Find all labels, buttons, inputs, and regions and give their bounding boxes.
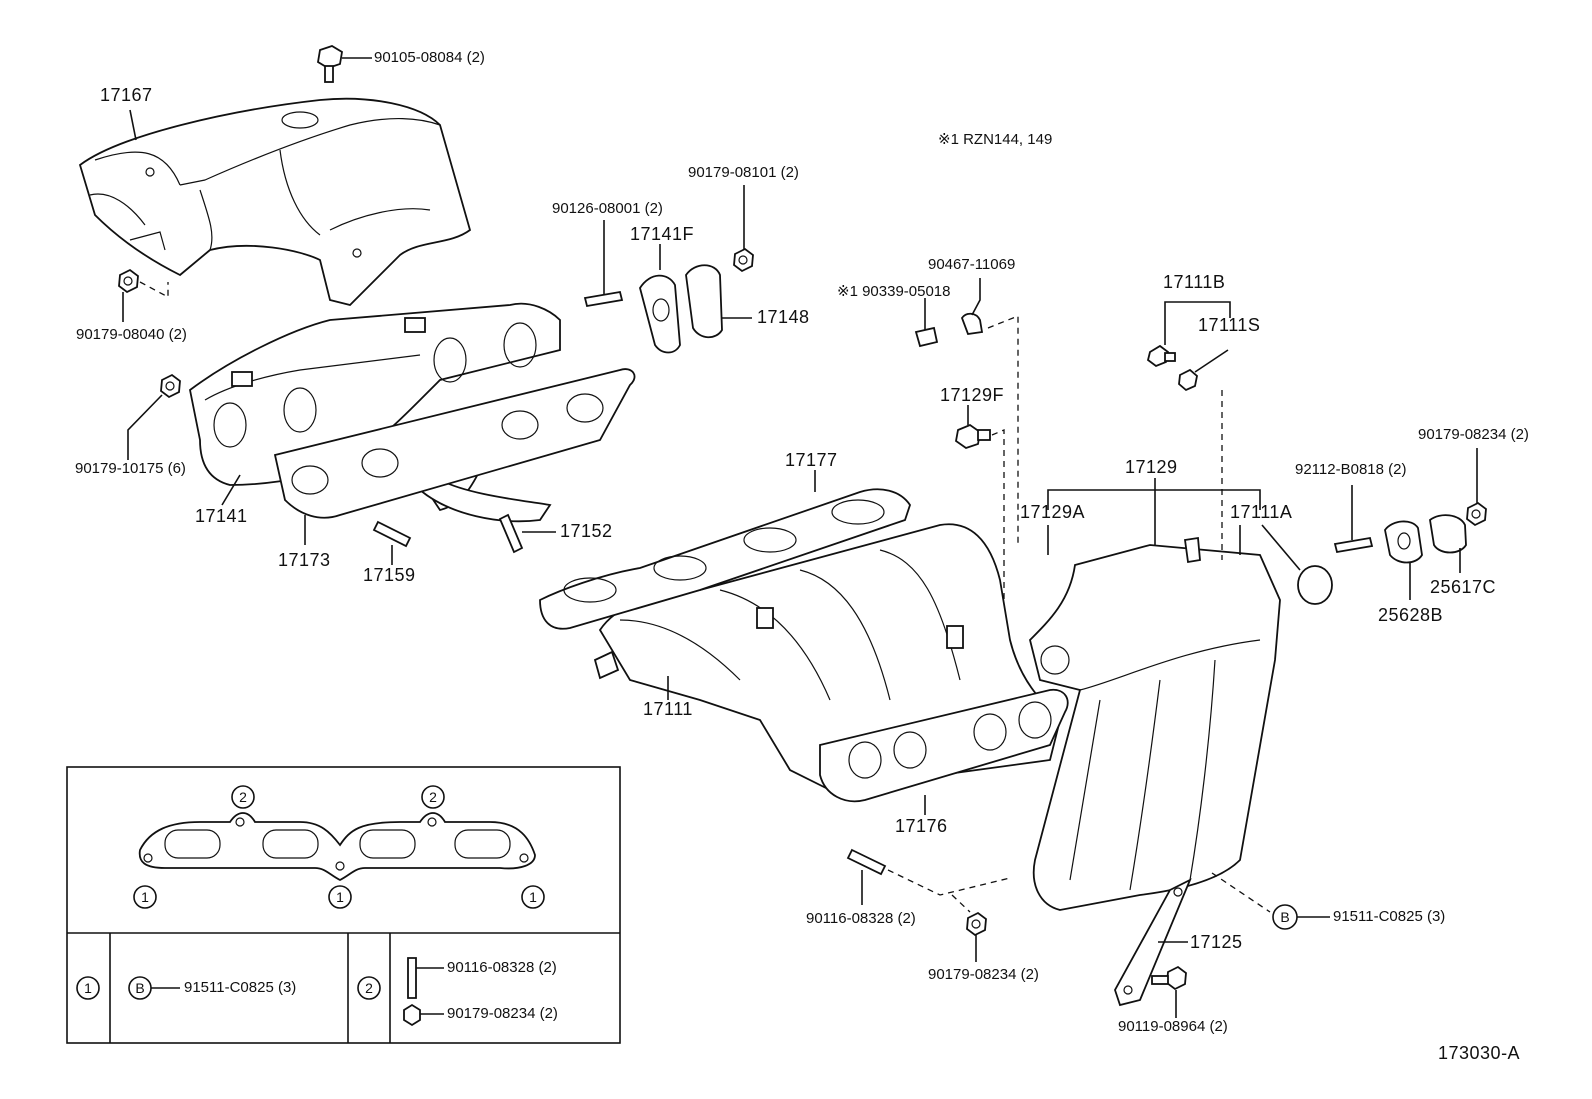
gasket-25617C — [1429, 514, 1467, 554]
label-17152: 17152 — [560, 521, 613, 541]
nut-90179-08101 — [733, 247, 754, 273]
label-25617C: 25617C — [1430, 577, 1497, 597]
label-90105: 90105-08084 (2) — [374, 49, 485, 66]
clip-90467 — [960, 312, 984, 335]
svg-text:1: 1 — [84, 980, 92, 996]
label-25628B: 25628B — [1378, 605, 1444, 625]
label-17111: 17111 — [643, 699, 693, 719]
label-17129A: 17129A — [1020, 502, 1086, 522]
nut-90179-08234-bottom — [966, 911, 987, 937]
nut-90179-10175 — [160, 373, 181, 399]
bolt-90105 — [317, 45, 343, 83]
svg-text:2: 2 — [429, 789, 437, 805]
callout-b-letter: B — [1280, 909, 1289, 925]
label-90467: 90467-11069 — [928, 256, 1016, 273]
label-17111B: 17111B — [1163, 272, 1226, 292]
legend-box: 2 2 1 1 1 1 B 2 — [66, 766, 621, 1044]
label-17159: 17159 — [363, 565, 416, 585]
bracket-17125 — [1114, 878, 1192, 1007]
label-90116: 90116-08328 (2) — [806, 910, 916, 927]
stud-17159 — [372, 520, 412, 548]
svg-text:2: 2 — [239, 789, 247, 805]
plug-17129F — [955, 423, 991, 449]
label-17177: 17177 — [785, 450, 838, 470]
label-90179-08101: 90179-08101 (2) — [688, 164, 799, 181]
label-17167: 17167 — [100, 85, 153, 105]
stud-92112 — [1333, 536, 1374, 554]
gasket-17176 — [819, 688, 1069, 803]
nut-icon — [403, 1003, 421, 1027]
stud-icon — [407, 957, 417, 999]
cap-17111A — [1297, 565, 1333, 605]
callout-b-circle: B — [1272, 904, 1298, 930]
legend-row1-mark: 1 — [76, 976, 100, 1000]
legend-row2-mark: 2 — [357, 976, 381, 1000]
intake-plenum-17129 — [1029, 536, 1281, 911]
drawing-number: 173030-A — [1438, 1043, 1521, 1063]
stud-17152 — [498, 513, 524, 554]
label-17173: 17173 — [278, 550, 331, 570]
mark-1-mid: 1 — [328, 885, 352, 909]
label-91511: 91511-C0825 (3) — [1333, 908, 1446, 925]
svg-text:1: 1 — [529, 889, 537, 905]
svg-text:B: B — [135, 980, 144, 996]
flange-gasket-17141F — [639, 274, 681, 354]
stud-90116 — [846, 848, 887, 876]
pin-90339 — [914, 326, 939, 348]
label-17141: 17141 — [195, 506, 248, 526]
mark-1-right: 1 — [521, 885, 545, 909]
label-17176: 17176 — [895, 816, 948, 836]
mark-2-left: 2 — [231, 785, 255, 809]
stud-90126 — [583, 290, 624, 308]
label-90179-10175: 90179-10175 (6) — [75, 460, 186, 477]
legend-row1-part: 91511-C0825 (3) — [184, 979, 297, 996]
nut-90179-08234-right — [1466, 501, 1487, 527]
label-90179-08234-right: 90179-08234 (2) — [1418, 426, 1529, 443]
heat-insulator-17167 — [78, 97, 472, 306]
gasket-25628B — [1384, 520, 1423, 564]
svg-text:2: 2 — [365, 980, 373, 996]
label-17129F: 17129F — [940, 385, 1005, 405]
gasket-17177 — [539, 488, 911, 630]
bolt-90119 — [1151, 965, 1187, 991]
gasket-17148 — [685, 264, 723, 339]
label-90339: ※1 90339-05018 — [837, 283, 951, 300]
legend-row1-letter: B — [128, 976, 152, 1000]
mark-1-left: 1 — [133, 885, 157, 909]
label-17129: 17129 — [1125, 457, 1178, 477]
label-90179-08234-bottom: 90179-08234 (2) — [928, 966, 1039, 983]
svg-text:1: 1 — [336, 889, 344, 905]
legend-row2-stud: 90116-08328 (2) — [447, 959, 557, 976]
gasket-17173 — [273, 368, 636, 519]
label-17111A: 17111A — [1230, 502, 1293, 522]
label-90179-08040: 90179-08040 (2) — [76, 326, 187, 343]
svg-text:1: 1 — [141, 889, 149, 905]
label-17125: 17125 — [1190, 932, 1243, 952]
label-92112: 92112-B0818 (2) — [1295, 461, 1407, 478]
label-90126: 90126-08001 (2) — [552, 200, 663, 217]
label-17148: 17148 — [757, 307, 810, 327]
exhaust-manifold-17141 — [189, 302, 561, 523]
nut-17111S — [1178, 368, 1198, 392]
mark-2-right: 2 — [421, 785, 445, 809]
bolt-17111B — [1146, 344, 1176, 368]
legend-row2-nut: 90179-08234 (2) — [447, 1005, 558, 1022]
nut-90179-08040 — [118, 268, 139, 294]
label-17111S: 17111S — [1198, 315, 1261, 335]
label-90119: 90119-08964 (2) — [1118, 1018, 1228, 1035]
label-17141F: 17141F — [630, 224, 695, 244]
note-rzn: ※1 RZN144, 149 — [938, 131, 1053, 148]
